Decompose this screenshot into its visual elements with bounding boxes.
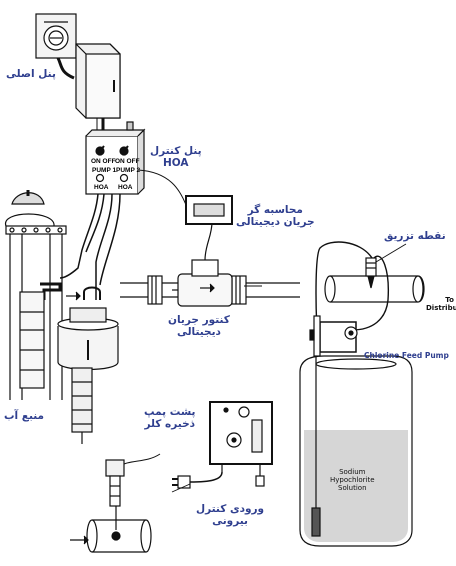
- main-panel-icon: [75, 43, 121, 119]
- well-head-icon: [5, 190, 67, 400]
- tank-label-line1: Sodium: [339, 468, 366, 476]
- digital-flow-computer-icon: [185, 195, 233, 225]
- flow-meter-label: کنتور جریان دیجیتالی: [168, 314, 230, 338]
- backup-pump-label-line1: پشت پمپ: [144, 406, 196, 418]
- hoa-control-panel-icon: [85, 121, 146, 195]
- injection-point-icon: [365, 257, 377, 289]
- to-distribution-line1: To: [445, 296, 454, 304]
- panel-pump-1: PUMP 1: [92, 167, 116, 174]
- flow-computer-label-line1: محاسبه گر: [247, 204, 303, 216]
- tank-contents-label: Sodium Hypochlorite Solution: [330, 468, 375, 493]
- flow-meter-label-line1: کنتور جریان: [168, 314, 230, 326]
- flow-sensor-icon: [105, 453, 161, 507]
- panel-hoa-2: HOA: [118, 184, 133, 191]
- flow-computer-label-line2: جریان دیجیتالی: [236, 216, 315, 229]
- bottom-pipe-icon: [86, 506, 152, 553]
- flow-computer-label: محاسبه گر جریان دیجیتالی: [236, 204, 315, 228]
- control-panel-label-line1: پنل کنترل: [150, 145, 202, 157]
- well-pump-left-icon: [19, 282, 62, 389]
- external-control-label-line1: ورودی کنترل: [196, 503, 265, 515]
- digital-flow-meter-icon: [177, 259, 233, 307]
- flow-meter-label-line2: دیجیتالی: [176, 326, 221, 339]
- control-panel-label: پنل کنترل HOA: [150, 145, 202, 169]
- panel-on-off-1: ON OFF: [91, 158, 116, 165]
- backup-pump-controller-icon: [209, 401, 273, 476]
- control-panel-label-line2: HOA: [163, 157, 189, 170]
- external-control-label: ورودی کنترل بیرونی: [196, 503, 264, 527]
- panel-hoa-1: HOA: [94, 184, 109, 191]
- well-pump-right-icon: [71, 367, 93, 444]
- injection-point-label: نقطه تزریق: [384, 230, 446, 242]
- backup-pump-label: پشت پمپ ذخیره کلر: [144, 406, 196, 430]
- chlorine-feed-pump-icon: [309, 315, 358, 357]
- panel-on-off-2: ON OFF: [115, 158, 140, 165]
- backup-pump-label-line2: ذخیره کلر: [144, 418, 196, 431]
- distribution-pipe-icon: [324, 275, 425, 303]
- tank-label-line3: Solution: [338, 484, 367, 493]
- water-source-label: منبع آب: [4, 410, 45, 422]
- to-distribution-label: To Distribution: [426, 296, 456, 312]
- to-distribution-line2: Distribution: [426, 304, 456, 313]
- main-panel-label: پنل اصلی: [6, 68, 56, 80]
- external-control-label-line2: بیرونی: [212, 515, 248, 528]
- chlorine-feed-pump-label: Chlorine Feed Pump: [364, 351, 449, 360]
- well-chamber-icon: [57, 286, 119, 371]
- electric-meter-icon: [35, 13, 77, 59]
- panel-pump-2: PUMP 2: [116, 167, 140, 174]
- tank-label-line2: Hypochlorite: [330, 476, 375, 485]
